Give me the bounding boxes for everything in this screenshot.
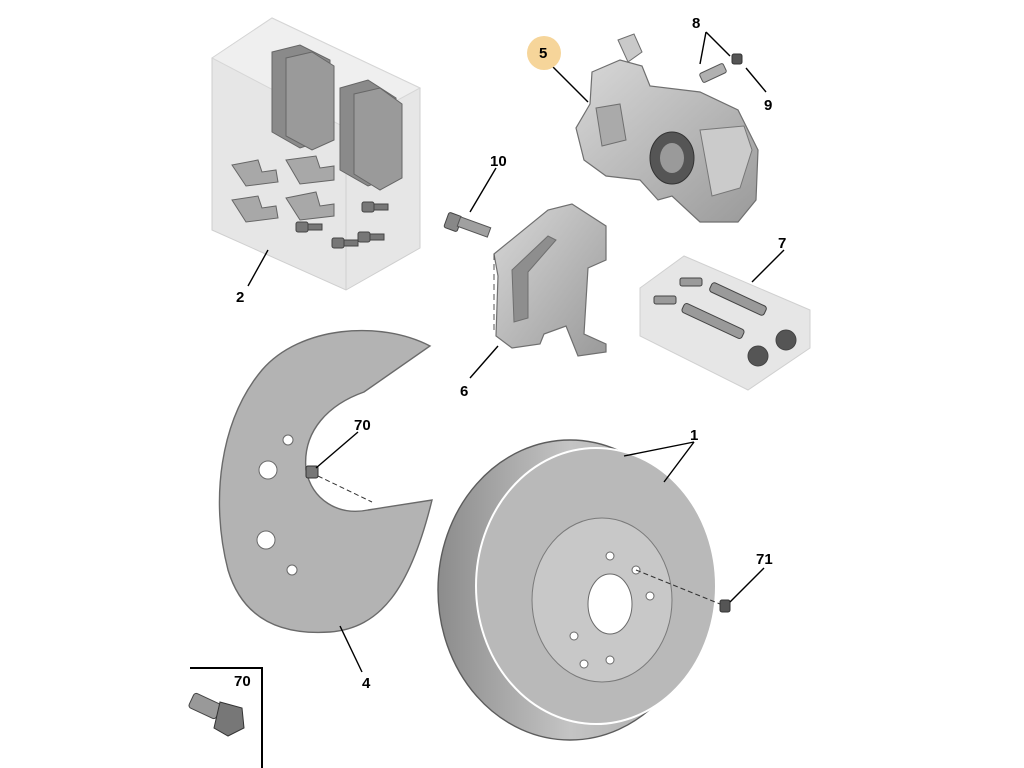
disc-screw: [635, 569, 731, 613]
brake-caliper: [575, 33, 759, 223]
callout-10: 10: [490, 153, 507, 170]
pad-clips: [231, 155, 335, 223]
brake-pads: [271, 44, 403, 191]
inset-callout-70: 70: [234, 673, 251, 690]
caliper-highlight: [527, 36, 561, 70]
callout-9: 9: [764, 97, 772, 114]
callout-2: 2: [236, 289, 244, 306]
dust-shield: [218, 329, 433, 634]
callout-1: 1: [690, 427, 698, 444]
callout-70: 70: [354, 417, 371, 434]
pad-kit-box: [211, 17, 422, 291]
callout-6: 6: [460, 383, 468, 400]
bleed-screw: [699, 63, 727, 83]
guide-pin-kit-box: [639, 255, 811, 391]
inset-bolt-panel: [188, 667, 263, 768]
callout-8: 8: [692, 15, 700, 32]
carrier-bolt: [443, 212, 492, 238]
callout-7: 7: [778, 235, 786, 252]
callout-71: 71: [756, 551, 773, 568]
callout-5: 5: [539, 45, 547, 62]
caliper-carrier: [493, 203, 607, 357]
guide-pins: [653, 277, 797, 367]
callout-4: 4: [362, 675, 371, 692]
bleed-cap: [731, 53, 743, 65]
brake-disc: [437, 439, 717, 741]
kit-bolts: [295, 201, 389, 249]
shield-bolt: [305, 465, 373, 503]
leader-lines: [247, 31, 785, 673]
